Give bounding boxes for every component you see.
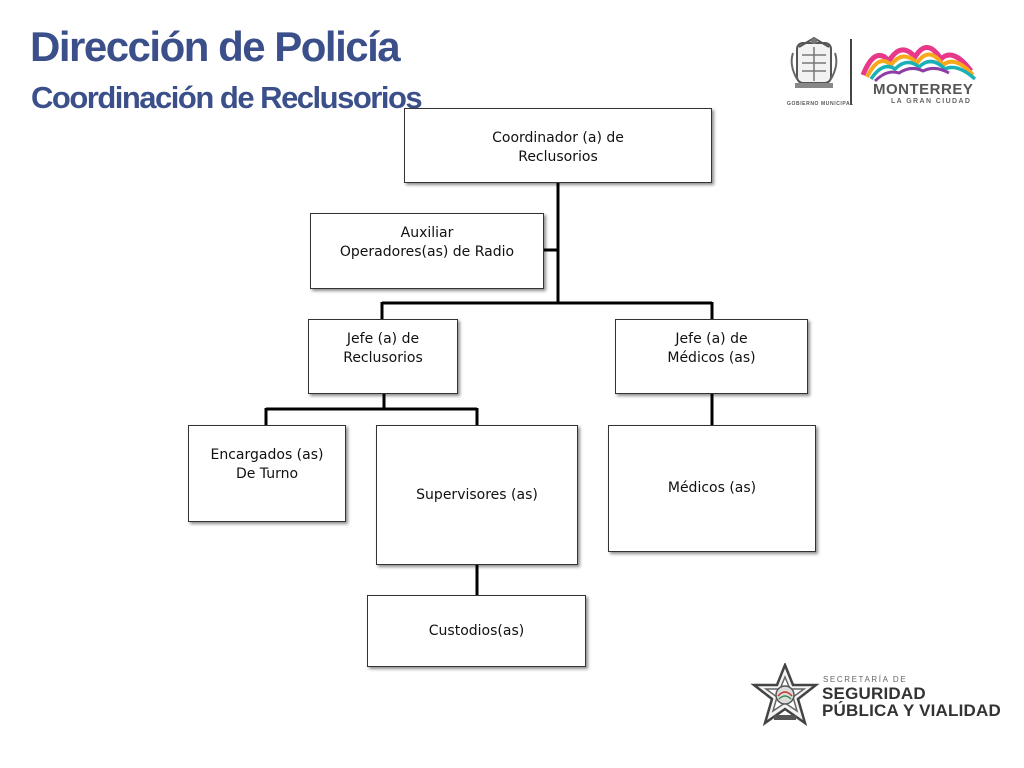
node-jefe-medicos-line1: Jefe (a) de xyxy=(675,331,748,347)
node-encargados-line1: Encargados (as) xyxy=(210,447,324,463)
node-supervisores-line1: Supervisores (as) xyxy=(416,486,538,503)
node-coordinador-line1: Coordinador (a) de xyxy=(492,130,624,146)
coat-of-arms-icon xyxy=(790,36,838,88)
node-coordinador-line2: Reclusorios xyxy=(518,149,598,165)
node-jefe-reclusorios-line2: Reclusorios xyxy=(343,350,423,366)
police-badge-icon xyxy=(750,663,820,727)
node-encargados-line2: De Turno xyxy=(235,466,299,482)
node-supervisores: Supervisores (as) xyxy=(376,425,578,565)
node-jefe-reclusorios-line1: Jefe (a) de xyxy=(346,331,420,347)
node-auxiliar-line2: Operadores(as) de Radio xyxy=(339,244,515,260)
node-jefe-reclusorios: Jefe (a) de Reclusorios xyxy=(308,319,458,394)
node-auxiliar: Auxiliar Operadores(as) de Radio xyxy=(310,213,544,289)
node-custodios-line1: Custodios(as) xyxy=(428,622,525,639)
node-encargados: Encargados (as) De Turno xyxy=(188,425,346,522)
node-custodios: Custodios(as) xyxy=(367,595,586,667)
secretaria-line2: PÚBLICA Y VIALIDAD xyxy=(822,701,1001,720)
node-medicos: Médicos (as) xyxy=(608,425,816,552)
node-medicos-line1: Médicos (as) xyxy=(667,480,757,496)
page-subtitle: Coordinación de Reclusorios xyxy=(31,80,423,115)
monterrey-mountains-icon xyxy=(860,45,977,83)
city-name: MONTERREY xyxy=(873,81,974,98)
node-coordinador: Coordinador (a) de Reclusorios xyxy=(404,108,712,183)
city-tagline: LA GRAN CIUDAD xyxy=(891,98,972,105)
secretaria-prefix: SECRETARÍA DE xyxy=(823,675,908,684)
secretaria-line1: SEGURIDAD xyxy=(822,684,926,703)
node-jefe-medicos: Jefe (a) de Médicos (as) xyxy=(615,319,808,394)
node-jefe-medicos-line2: Médicos (as) xyxy=(667,350,756,366)
municipal-logo xyxy=(790,36,977,105)
node-auxiliar-line1: Auxiliar xyxy=(400,225,454,241)
gobierno-label: GOBIERNO MUNICIPAL xyxy=(787,101,854,107)
page-title: Dirección de Policía xyxy=(30,23,401,70)
